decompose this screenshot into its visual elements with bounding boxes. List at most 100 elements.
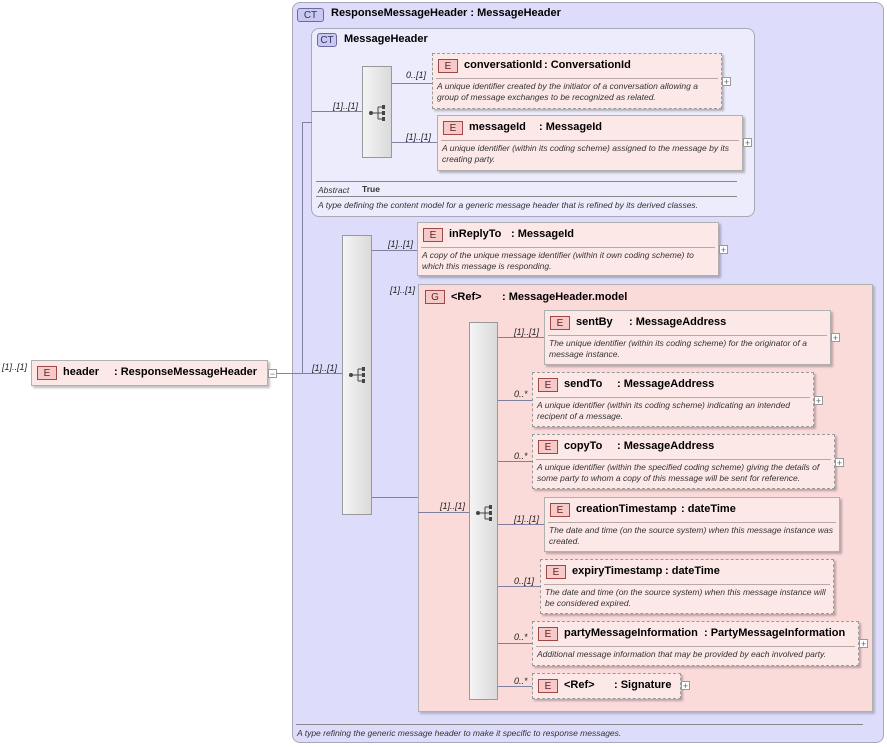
outer-type-title: ResponseMessageHeader : MessageHeader	[331, 7, 561, 19]
element-badge: E	[546, 565, 566, 579]
expand-icon[interactable]: +	[835, 458, 844, 468]
element-type: : MessageId	[539, 121, 602, 133]
signature-connector	[498, 686, 532, 687]
complex-type-badge: CT	[317, 33, 337, 47]
element-type: : MessageAddress	[617, 378, 715, 390]
element-badge: E	[538, 679, 558, 693]
root-seq-cardinality: [1]..[1]	[312, 363, 338, 373]
abstract-value: True	[362, 184, 380, 194]
inreplyto-connector	[372, 250, 417, 251]
inner-type-doc: A type defining the content model for a …	[318, 200, 699, 210]
expiry-timestamp-element[interactable]: E expiryTimestamp : dateTime The date an…	[540, 559, 834, 614]
root-vertical-connector	[302, 122, 303, 374]
sequence-icon	[349, 367, 365, 383]
element-name: header	[63, 366, 100, 378]
group-seq-cardinality: [1]..[1]	[440, 501, 466, 511]
copy-to-element[interactable]: E copyTo : MessageAddress A unique ident…	[532, 434, 835, 489]
element-badge: E	[438, 59, 458, 73]
element-doc: The date and time (on the source system)…	[549, 525, 833, 546]
group-connector	[372, 497, 418, 498]
element-name: <Ref>	[564, 679, 595, 691]
element-badge: E	[538, 440, 558, 454]
expand-icon[interactable]: +	[859, 639, 868, 649]
group-cardinality: [1]..[1]	[390, 285, 416, 295]
expand-icon[interactable]: +	[743, 138, 752, 148]
party-message-information-cardinality: 0..*	[514, 632, 528, 642]
signature-cardinality: 0..*	[514, 676, 528, 686]
element-name: partyMessageInformation	[564, 627, 698, 639]
complex-type-badge: CT	[297, 8, 324, 22]
creation-connector	[498, 524, 544, 525]
element-doc: A unique identifier (within its coding s…	[442, 143, 729, 164]
sent-by-element[interactable]: E sentBy : MessageAddress The unique ide…	[544, 310, 831, 365]
element-type: : PartyMessageInformation	[704, 627, 846, 639]
group-type: : MessageHeader.model	[502, 291, 628, 303]
element-badge: E	[443, 121, 463, 135]
signature-ref-element[interactable]: E <Ref> : Signature	[532, 673, 681, 699]
creation-timestamp-cardinality: [1]..[1]	[514, 514, 540, 524]
conversation-connector	[392, 83, 432, 84]
collapse-toggle-icon[interactable]: −	[268, 369, 277, 379]
element-type: : dateTime	[665, 565, 720, 577]
group-ref-label: <Ref>	[451, 291, 482, 303]
copyto-connector	[498, 461, 532, 462]
in-reply-to-element[interactable]: E inReplyTo : MessageId A copy of the un…	[417, 222, 719, 276]
expand-icon[interactable]: +	[831, 333, 840, 343]
party-connector	[498, 643, 532, 644]
creation-timestamp-element[interactable]: E creationTimestamp : dateTime The date …	[544, 497, 840, 552]
element-badge: E	[550, 503, 570, 517]
element-doc: A copy of the unique message identifier …	[422, 250, 694, 271]
abstract-label: Abstract	[318, 185, 350, 195]
sendto-connector	[498, 400, 532, 401]
sequence-icon	[476, 505, 492, 521]
party-message-information-element[interactable]: E partyMessageInformation : PartyMessage…	[532, 621, 859, 666]
expiry-timestamp-cardinality: 0..[1]	[514, 576, 535, 586]
element-type: : MessageId	[511, 228, 574, 240]
element-badge: E	[550, 316, 570, 330]
sent-by-cardinality: [1]..[1]	[514, 327, 540, 337]
outer-type-doc: A type refining the generic message head…	[297, 728, 622, 738]
element-name: conversationId	[464, 59, 543, 71]
element-name: messageId	[469, 121, 526, 133]
group-seq-connector	[418, 512, 469, 513]
sequence-icon	[369, 105, 385, 121]
conversation-id-element[interactable]: E conversationId : ConversationId A uniq…	[432, 53, 722, 109]
expand-icon[interactable]: +	[814, 396, 823, 406]
element-type: : MessageAddress	[629, 316, 727, 328]
group-badge: G	[425, 290, 445, 304]
element-type: : ConversationId	[544, 59, 631, 71]
element-doc: Additional message information that may …	[537, 649, 827, 659]
element-type: : Signature	[614, 679, 672, 691]
expiry-connector	[498, 586, 540, 587]
element-badge: E	[423, 228, 443, 242]
inner-seq-connector	[312, 111, 362, 112]
in-reply-to-cardinality: [1]..[1]	[388, 239, 414, 249]
sentby-connector	[498, 337, 544, 338]
root-connector	[268, 373, 303, 374]
element-badge: E	[538, 627, 558, 641]
element-type: : MessageAddress	[617, 440, 715, 452]
element-name: sendTo	[564, 378, 603, 390]
expand-icon[interactable]: +	[719, 245, 728, 255]
expand-icon[interactable]: +	[681, 681, 690, 691]
root-sequence-compositor[interactable]	[342, 235, 372, 515]
group-sequence-compositor[interactable]	[469, 322, 498, 700]
inner-doc-divider	[316, 196, 737, 197]
root-seq-connector	[302, 373, 342, 374]
expand-icon[interactable]: +	[722, 77, 731, 87]
message-id-element[interactable]: E messageId : MessageId A unique identif…	[437, 115, 743, 171]
send-to-cardinality: 0..*	[514, 389, 528, 399]
send-to-element[interactable]: E sendTo : MessageAddress A unique ident…	[532, 372, 814, 427]
inner-seq-cardinality: [1]..[1]	[333, 101, 359, 111]
element-name: sentBy	[576, 316, 613, 328]
inner-abstract-divider	[316, 181, 737, 182]
inner-sequence-compositor[interactable]	[362, 66, 392, 158]
element-name: creationTimestamp	[576, 503, 677, 515]
element-name: inReplyTo	[449, 228, 502, 240]
copy-to-cardinality: 0..*	[514, 451, 528, 461]
element-type: : ResponseMessageHeader	[114, 366, 258, 378]
element-doc: The unique identifier (within its coding…	[549, 338, 807, 359]
element-doc: A unique identifier (within the specifie…	[537, 462, 820, 483]
header-element[interactable]: E header : ResponseMessageHeader	[31, 360, 268, 386]
element-doc: A unique identifier (within its coding s…	[537, 400, 790, 421]
